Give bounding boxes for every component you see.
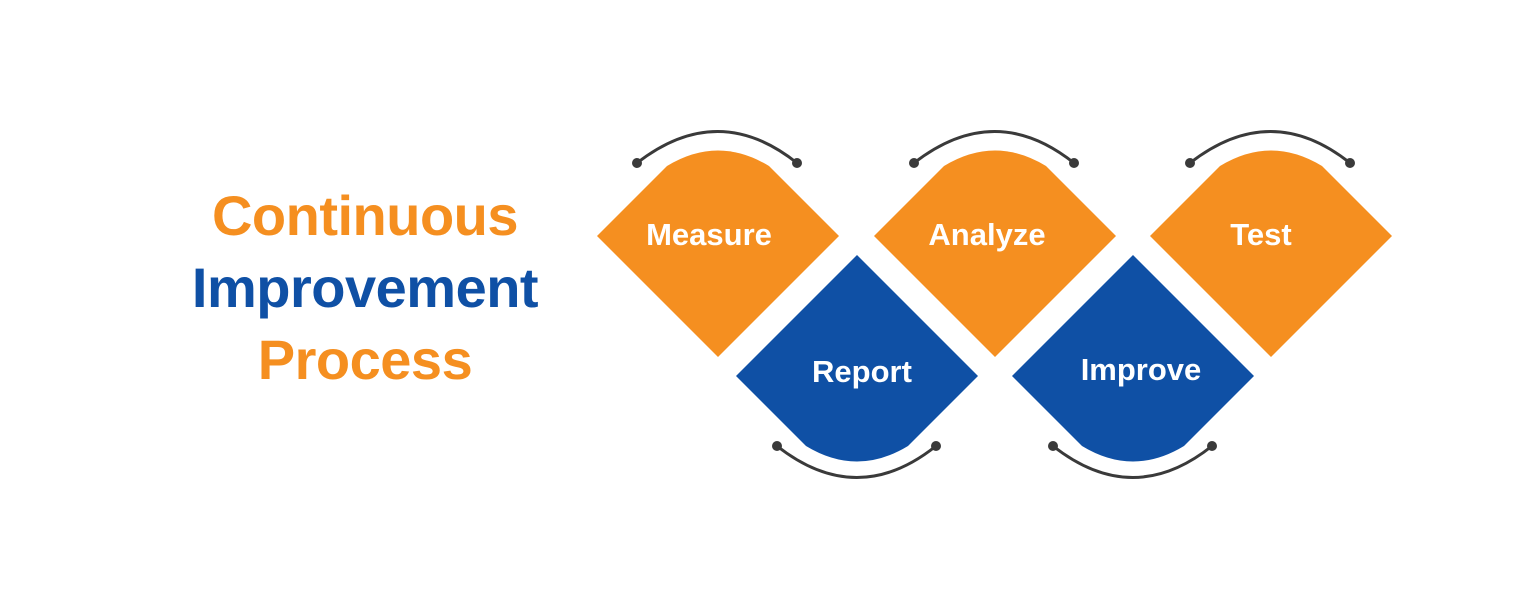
connector-dot-measure-right bbox=[792, 158, 802, 168]
connector-dot-analyze-left bbox=[909, 158, 919, 168]
step-label-improve: Improve bbox=[1081, 352, 1202, 387]
step-label-measure: Measure bbox=[646, 217, 772, 252]
step-test: Test bbox=[1150, 130, 1392, 357]
step-shape-report bbox=[736, 255, 978, 462]
connector-dot-analyze-right bbox=[1069, 158, 1079, 168]
step-report: Report bbox=[736, 255, 978, 479]
step-shape-measure bbox=[597, 150, 839, 357]
connector-arc-improve bbox=[1051, 444, 1214, 479]
connector-dot-test-right bbox=[1345, 158, 1355, 168]
connector-arc-measure bbox=[635, 130, 799, 165]
step-analyze: Analyze bbox=[874, 130, 1116, 357]
connector-dot-report-right bbox=[931, 441, 941, 451]
title-line-process: Process bbox=[257, 328, 473, 391]
connector-arc-analyze bbox=[912, 130, 1076, 165]
connector-dot-report-left bbox=[772, 441, 782, 451]
title-line-improvement: Improvement bbox=[191, 256, 539, 319]
step-shape-test bbox=[1150, 150, 1392, 357]
step-label-report: Report bbox=[812, 354, 912, 389]
title-line-continuous: Continuous bbox=[211, 184, 519, 247]
connector-dot-improve-right bbox=[1207, 441, 1217, 451]
connector-dot-test-left bbox=[1185, 158, 1195, 168]
step-label-analyze: Analyze bbox=[928, 217, 1045, 252]
diagram-title: Continuous Improvement Process bbox=[150, 180, 580, 396]
step-measure: Measure bbox=[597, 130, 839, 357]
step-shape-improve bbox=[1012, 255, 1254, 462]
connector-dot-measure-left bbox=[632, 158, 642, 168]
step-shape-analyze bbox=[874, 150, 1116, 357]
connector-arc-report bbox=[775, 444, 938, 479]
step-label-test: Test bbox=[1230, 217, 1291, 252]
connector-arc-test bbox=[1188, 130, 1352, 165]
step-improve: Improve bbox=[1012, 255, 1254, 479]
connector-dot-improve-left bbox=[1048, 441, 1058, 451]
